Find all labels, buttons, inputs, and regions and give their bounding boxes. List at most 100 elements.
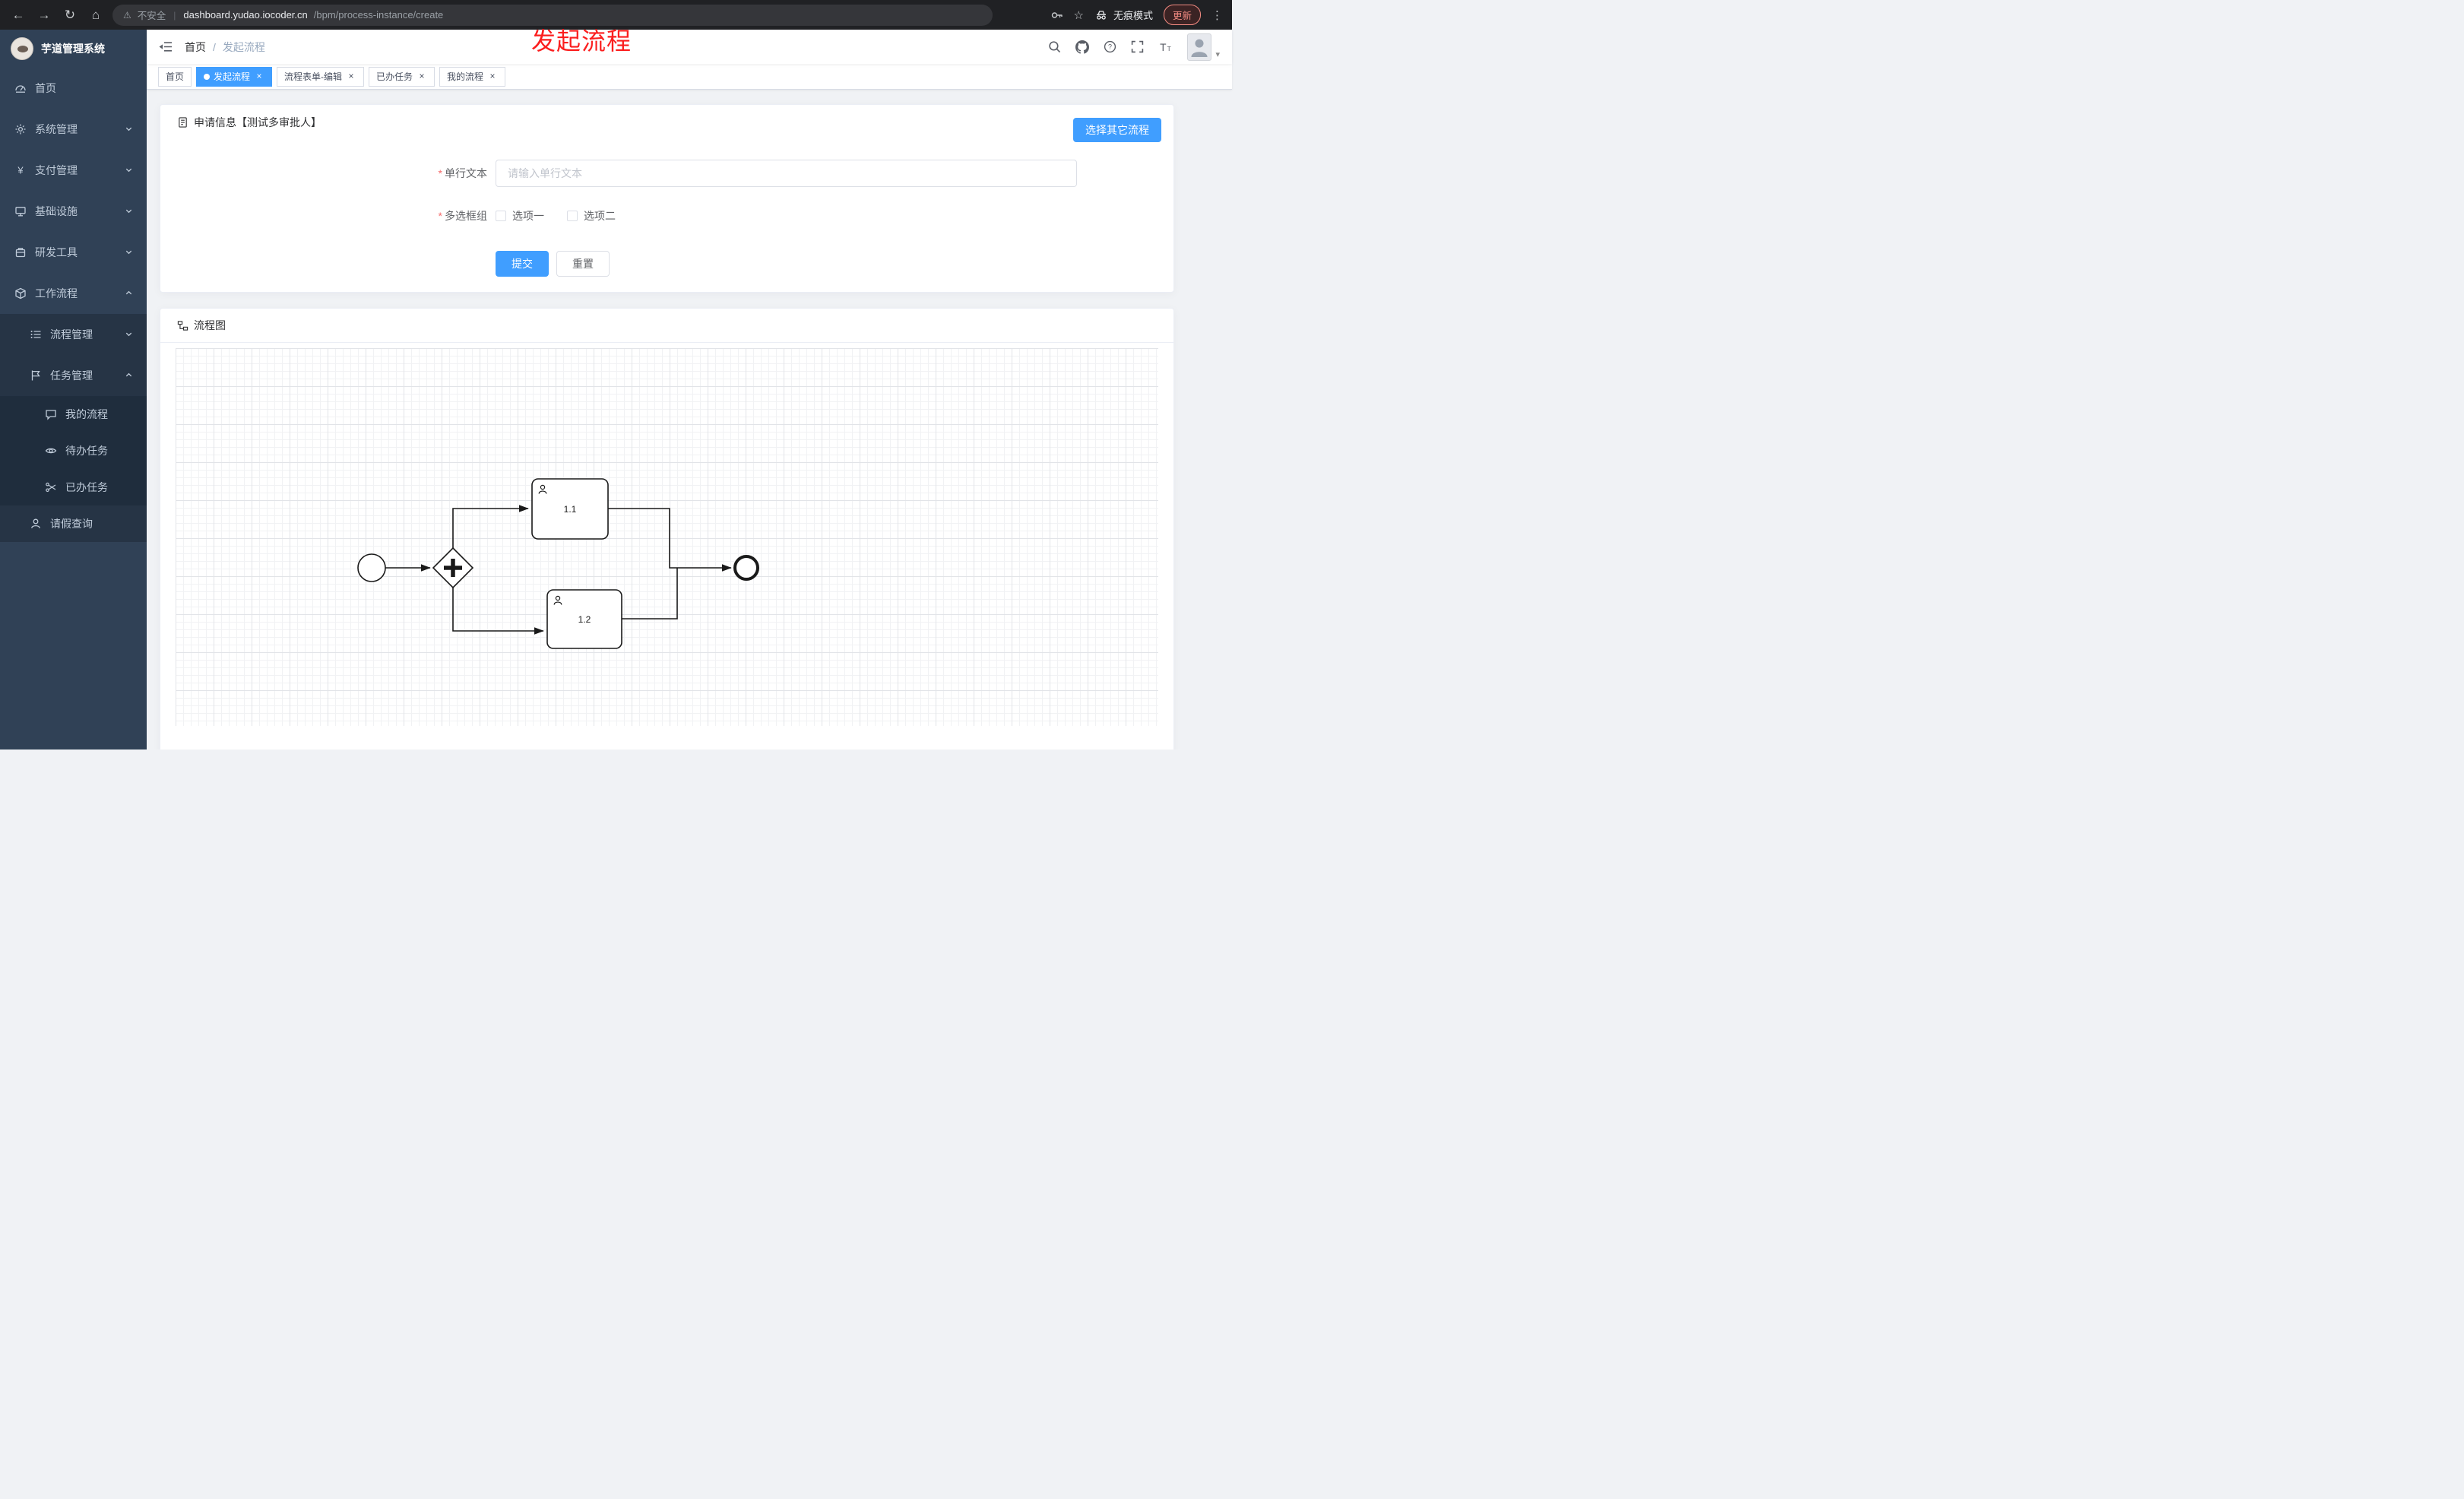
url-path: /bpm/process-instance/create bbox=[313, 9, 444, 21]
chevron-down-icon bbox=[125, 328, 133, 341]
reset-button[interactable]: 重置 bbox=[556, 251, 610, 277]
breadcrumb-home[interactable]: 首页 bbox=[185, 40, 206, 53]
user-menu[interactable]: ▾ bbox=[1187, 33, 1220, 61]
sidebar-item-task-management[interactable]: 任务管理 bbox=[0, 355, 147, 396]
browser-menu-icon[interactable]: ⋮ bbox=[1211, 8, 1223, 22]
sidebar-item-label: 工作流程 bbox=[35, 287, 78, 299]
checkbox-option-1[interactable]: 选项一 bbox=[496, 208, 544, 223]
text-field-label: *单行文本 bbox=[438, 167, 487, 179]
browser-chrome: ← → ↻ ⌂ ⚠ 不安全 | dashboard.yudao.iocoder.… bbox=[0, 0, 1232, 30]
back-icon[interactable]: ← bbox=[11, 7, 25, 22]
checkbox-option-2[interactable]: 选项二 bbox=[567, 208, 616, 223]
bpmn-canvas[interactable]: 1.1 1.2 bbox=[176, 348, 1158, 726]
close-icon[interactable]: × bbox=[348, 70, 354, 81]
checkbox-box[interactable] bbox=[567, 211, 578, 221]
monitor-icon bbox=[14, 205, 27, 217]
sidebar-item-label: 待办任务 bbox=[65, 445, 108, 457]
tab-label: 我的流程 bbox=[447, 71, 484, 82]
incognito-badge: 无痕模式 bbox=[1094, 8, 1153, 22]
not-secure-label: 不安全 bbox=[137, 11, 166, 21]
sidebar-item-label: 系统管理 bbox=[35, 123, 78, 135]
tab-done-tasks[interactable]: 已办任务 × bbox=[369, 66, 435, 87]
sidebar-item-label: 流程管理 bbox=[50, 328, 93, 341]
sidebar-item-label: 请假查询 bbox=[50, 518, 93, 530]
sidebar-item-process-management[interactable]: 流程管理 bbox=[0, 314, 147, 355]
submit-button[interactable]: 提交 bbox=[496, 251, 549, 277]
user-task-icon bbox=[538, 484, 547, 494]
required-marker: * bbox=[438, 167, 442, 179]
close-icon[interactable]: × bbox=[256, 70, 262, 81]
chevron-down-icon bbox=[125, 164, 133, 176]
tab-home[interactable]: 首页 bbox=[158, 66, 192, 87]
breadcrumb: 首页 / 发起流程 bbox=[185, 40, 265, 55]
eye-icon bbox=[44, 445, 58, 457]
scissors-icon bbox=[44, 481, 58, 493]
sidebar-item-label: 研发工具 bbox=[35, 246, 78, 258]
github-icon[interactable] bbox=[1075, 40, 1090, 54]
home-icon[interactable]: ⌂ bbox=[91, 7, 100, 22]
url-domain: dashboard.yudao.iocoder.cn bbox=[183, 9, 308, 21]
app-logo[interactable]: 芋道管理系统 bbox=[0, 30, 147, 68]
diagram-header: 流程图 bbox=[160, 309, 1173, 343]
sidebar-item-payment[interactable]: ¥ 支付管理 bbox=[0, 150, 147, 191]
sidebar-item-my-processes[interactable]: 我的流程 bbox=[0, 396, 147, 433]
list-icon bbox=[29, 328, 43, 341]
sidebar-item-devtools[interactable]: 研发工具 bbox=[0, 232, 147, 273]
incognito-label: 无痕模式 bbox=[1113, 10, 1153, 21]
sidebar-item-label: 基础设施 bbox=[35, 205, 78, 217]
end-event[interactable] bbox=[733, 555, 759, 581]
reload-icon[interactable]: ↻ bbox=[64, 7, 76, 22]
parallel-gateway-plus bbox=[444, 559, 462, 577]
sidebar-item-label: 任务管理 bbox=[50, 369, 93, 382]
chat-bubble-icon bbox=[44, 408, 58, 420]
sidebar-item-infrastructure[interactable]: 基础设施 bbox=[0, 191, 147, 232]
tab-start-process[interactable]: 发起流程 × bbox=[196, 66, 273, 87]
fullscreen-icon[interactable] bbox=[1131, 40, 1144, 53]
logo-avatar bbox=[11, 37, 33, 60]
help-icon[interactable]: ? bbox=[1104, 40, 1116, 53]
task-label: 1.2 bbox=[578, 614, 591, 625]
sidebar-item-label: 我的流程 bbox=[65, 408, 108, 420]
tags-view: 首页 发起流程 × 流程表单-编辑 × 已办任务 × 我的流程 × bbox=[147, 64, 1232, 90]
sidebar-item-home[interactable]: 首页 bbox=[0, 68, 147, 109]
single-line-text-input[interactable] bbox=[496, 160, 1077, 187]
chevron-up-icon bbox=[125, 287, 133, 299]
sidebar-item-done-tasks[interactable]: 已办任务 bbox=[0, 469, 147, 505]
sidebar-fold-icon[interactable] bbox=[159, 41, 173, 52]
flow-task1-to-end bbox=[608, 508, 732, 572]
tab-my-processes[interactable]: 我的流程 × bbox=[439, 66, 506, 87]
required-marker: * bbox=[438, 210, 442, 222]
app-title: 芋道管理系统 bbox=[41, 43, 105, 55]
forward-icon[interactable]: → bbox=[37, 7, 51, 22]
chrome-right-controls: ☆ 无痕模式 更新 ⋮ bbox=[1050, 5, 1223, 25]
update-button[interactable]: 更新 bbox=[1163, 5, 1201, 25]
checkbox-box[interactable] bbox=[496, 211, 506, 221]
sidebar-item-label: 支付管理 bbox=[35, 164, 78, 176]
user-task-1-2[interactable] bbox=[546, 589, 622, 649]
checkbox-group-label: *多选框组 bbox=[438, 210, 487, 222]
select-other-process-button[interactable]: 选择其它流程 bbox=[1073, 118, 1161, 142]
tab-process-form-edit[interactable]: 流程表单-编辑 × bbox=[277, 66, 365, 87]
user-icon bbox=[29, 518, 43, 530]
start-event[interactable] bbox=[357, 553, 386, 582]
search-icon[interactable] bbox=[1048, 40, 1061, 53]
user-task-1-1[interactable] bbox=[531, 478, 609, 540]
bookmark-star-icon[interactable]: ☆ bbox=[1073, 8, 1084, 22]
not-secure-icon: ⚠ bbox=[123, 9, 131, 21]
sidebar-item-system[interactable]: 系统管理 bbox=[0, 109, 147, 150]
yen-icon: ¥ bbox=[14, 164, 27, 176]
checkbox-label: 选项一 bbox=[512, 210, 544, 222]
incognito-icon bbox=[1096, 10, 1106, 20]
sidebar-item-leave-query[interactable]: 请假查询 bbox=[0, 505, 147, 542]
sidebar-item-todo-tasks[interactable]: 待办任务 bbox=[0, 433, 147, 469]
key-icon[interactable] bbox=[1050, 9, 1063, 21]
close-icon[interactable]: × bbox=[419, 70, 425, 81]
checkbox-label: 选项二 bbox=[584, 210, 616, 222]
bpmn-diagram: 1.1 1.2 bbox=[357, 478, 759, 649]
avatar bbox=[1187, 33, 1212, 61]
address-bar[interactable]: ⚠ 不安全 | dashboard.yudao.iocoder.cn/bpm/p… bbox=[112, 4, 993, 26]
close-icon[interactable]: × bbox=[489, 70, 496, 81]
sidebar-item-workflow[interactable]: 工作流程 bbox=[0, 273, 147, 314]
